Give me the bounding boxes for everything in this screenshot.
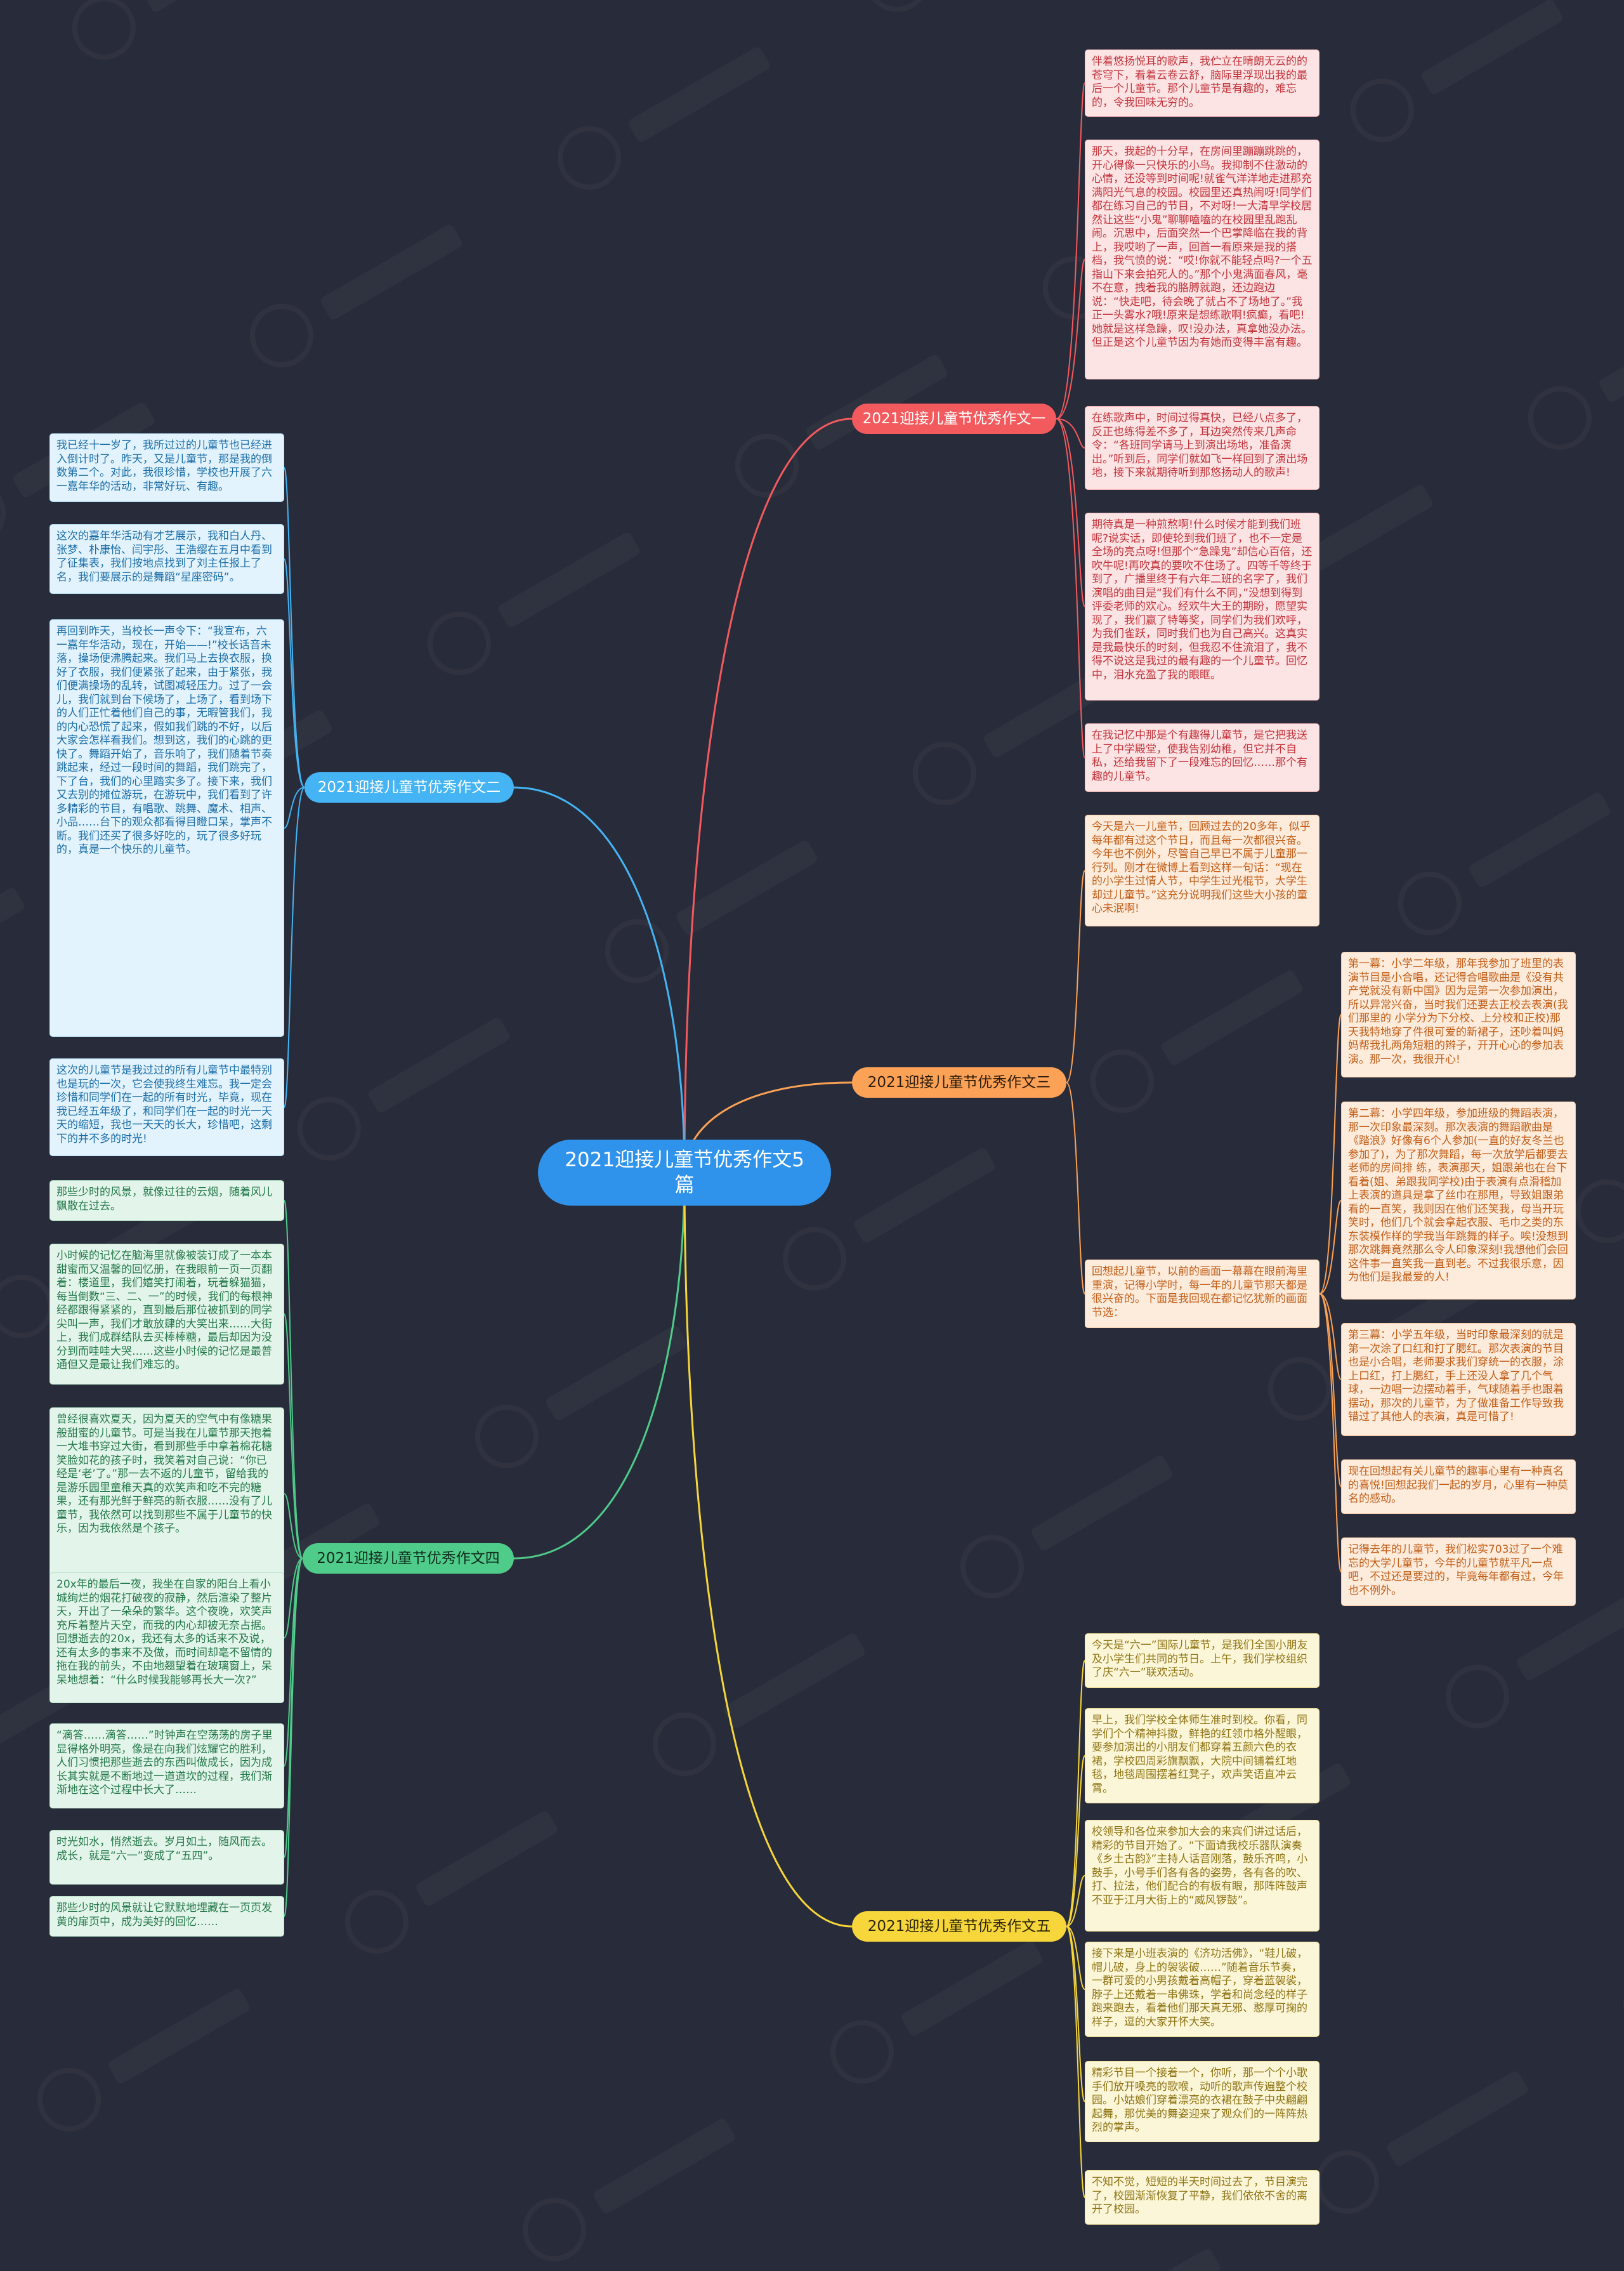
essay-4-paragraph: 曾经很喜欢夏天，因为夏天的空气中有像糖果般甜蜜的儿童节。可是当我在儿童节那天抱着… xyxy=(49,1407,284,1580)
branch-essay-2[interactable]: 2021迎接儿童节优秀作文二 xyxy=(304,772,514,803)
essay-1-paragraph: 伴着悠扬悦耳的歌声，我伫立在晴朗无云的的苍穹下，看着云卷云舒，脑际里浮现出我的最… xyxy=(1085,49,1320,117)
essay-5-paragraph: 不知不觉，短短的半天时间过去了，节目演完了，校园渐渐恢复了平静，我们依依不舍的离… xyxy=(1085,2170,1320,2225)
root-to-branch-1 xyxy=(683,418,853,1173)
branch-3-sub-link xyxy=(1319,1014,1342,1294)
branch-essay-3[interactable]: 2021迎接儿童节优秀作文三 xyxy=(852,1067,1066,1098)
essay-2-paragraph: 再回到昨天，当校长一声令下：“我宣布，六一嘉年华活动，现在，开始——!”校长话音… xyxy=(49,619,284,1037)
root-to-branch-2 xyxy=(513,786,686,1173)
branch-5-leaf-link xyxy=(1066,1755,1085,1927)
essay-1-paragraph: 在我记忆中那是个有趣得儿童节，是它把我送上了中学殿堂，使我告别幼稚，但它并不自私… xyxy=(1085,723,1320,792)
essay-3-paragraph: 今天是六一儿童节，回顾过去的20多年，似乎每年都有过这个节日，而且每一次都很兴奋… xyxy=(1085,815,1320,926)
branch-3-sub-link xyxy=(1319,1293,1342,1380)
root-to-branch-4 xyxy=(513,1172,686,1560)
branch-essay-5[interactable]: 2021迎接儿童节优秀作文五 xyxy=(852,1911,1066,1942)
essay-2-paragraph: 这次的儿童节是我过过的所有儿童节中最特别也是玩的一次，它会使我终生难忘。我一定会… xyxy=(49,1058,284,1156)
branch-4-leaf-link xyxy=(284,1558,303,1638)
branch-2-leaf-link xyxy=(284,787,305,829)
branch-4-leaf-link xyxy=(284,1558,303,1767)
essay-5-paragraph: 今天是“六一”国际儿童节，是我们全国小朋友及小学生们共同的节日。上午，我们学校组… xyxy=(1085,1633,1320,1688)
branch-4-leaf-link xyxy=(284,1200,303,1559)
root-topic[interactable]: 2021迎接儿童节优秀作文5篇 xyxy=(538,1140,831,1206)
branch-3-leaf-link xyxy=(1066,1082,1085,1294)
essay-4-paragraph: 那些少时的风景就让它默默地埋藏在一页页发黄的扉页中，成为美好的回忆…… xyxy=(49,1896,284,1937)
essay-5-paragraph: 接下来是小班表演的《济功活佛》，“鞋儿破，帽儿破，身上的袈裟破……”随着音乐节奏… xyxy=(1085,1942,1320,2037)
branch-5-leaf-link xyxy=(1066,1926,1085,2198)
branch-essay-4[interactable]: 2021迎接儿童节优秀作文四 xyxy=(303,1543,514,1574)
branch-2-leaf-link xyxy=(284,787,305,1108)
essay-2-paragraph: 我已经十一岁了，我所过过的儿童节也已经进入倒计时了。昨天，又是儿童节，那是我的倒… xyxy=(49,433,284,502)
branch-4-leaf-link xyxy=(284,1558,303,1917)
branch-1-leaf-link xyxy=(1056,418,1085,607)
essay-3-paragraph: 第一幕：小学二年级，那年我参加了班里的表演节目是小合唱，还记得合唱歌曲是《没有共… xyxy=(1341,952,1576,1077)
essay-1-paragraph: 在练歌声中，时间过得真快，已经八点多了，反正也练得差不多了，耳边突然传来几声命令… xyxy=(1085,406,1320,490)
branch-3-sub-link xyxy=(1319,1293,1342,1572)
branch-2-leaf-link xyxy=(284,558,305,788)
branch-5-leaf-link xyxy=(1066,1926,1085,2102)
branch-3-sub-link xyxy=(1319,1200,1342,1294)
branch-4-leaf-link xyxy=(284,1313,303,1559)
essay-2-paragraph: 这次的嘉年华活动有才艺展示，我和白人丹、张梦、朴康怡、闫宇彤、王浩缨在五月中看到… xyxy=(49,524,284,594)
branch-1-leaf-link xyxy=(1056,259,1085,419)
branch-5-leaf-link xyxy=(1066,1926,1085,1990)
branch-5-leaf-link xyxy=(1066,1660,1085,1927)
essay-4-paragraph: 小时候的记忆在脑海里就像被装订成了一本本甜蜜而又温馨的回忆册，在我眼前一页一页翻… xyxy=(49,1244,284,1385)
root-to-branch-5 xyxy=(683,1172,853,1928)
essay-5-paragraph: 精彩节目一个接着一个，你听，那一个个小歌手们放开嗓亮的歌喉，动听的歌声传遍整个校… xyxy=(1085,2061,1320,2142)
essay-4-paragraph: 那些少时的风景，就像过往的云烟，随着风儿飘散在过去。 xyxy=(49,1180,284,1221)
essay-3-paragraph: 现在回想起有关儿童节的趣事心里有一种真名的喜悦!回想起我们一起的岁月，心里有一种… xyxy=(1341,1459,1576,1514)
essay-3-paragraph: 回想起儿童节，以前的画面一幕幕在眼前海里重演，记得小学时，每一年的儿童节那天都是… xyxy=(1085,1260,1320,1328)
branch-1-leaf-link xyxy=(1056,418,1085,758)
essay-4-paragraph: “滴答……滴答……”时钟声在空荡荡的房子里显得格外明亮，像是在向我们炫耀它的胜利… xyxy=(49,1723,284,1808)
essay-5-paragraph: 校领导和各位来参加大会的来宾们讲过话后，精彩的节目开始了。“下面请我校乐器队演奏… xyxy=(1085,1820,1320,1932)
branch-essay-1[interactable]: 2021迎接儿童节优秀作文一 xyxy=(852,404,1056,434)
essay-5-paragraph: 早上，我们学校全体师生准时到校。你看，同学们个个精神抖擞，鲜艳的红领巾格外醒眼，… xyxy=(1085,1708,1320,1803)
branch-3-leaf-link xyxy=(1066,870,1085,1083)
essay-3-paragraph: 第三幕：小学五年级，当时印象最深刻的就是第一次涂了口红和打了腮红。那次表演的节目… xyxy=(1341,1323,1576,1436)
essay-4-paragraph: 20x年的最后一夜，我坐在自家的阳台上看小城绚烂的烟花打破夜的寂静，然后渲染了整… xyxy=(49,1572,284,1703)
essay-3-paragraph: 记得去年的儿童节，我们松实703过了一个难忘的大学儿童节，今年的儿童节就平凡一点… xyxy=(1341,1537,1576,1606)
branch-2-leaf-link xyxy=(284,467,305,788)
essay-1-paragraph: 期待真是一种煎熬啊!什么时候才能到我们班呢?说实话，即使轮到我们班了，也不一定是… xyxy=(1085,513,1320,701)
essay-4-paragraph: 时光如水，悄然逝去。岁月如土，随风而去。成长，就是“六一”变成了“五四”。 xyxy=(49,1830,284,1885)
branch-5-leaf-link xyxy=(1066,1875,1085,1927)
essay-1-paragraph: 那天，我起的十分早，在房间里蹦蹦跳跳的，开心得像一只快乐的小鸟。我抑制不住激动的… xyxy=(1085,140,1320,379)
branch-3-sub-link xyxy=(1319,1293,1342,1487)
branch-1-leaf-link xyxy=(1056,418,1085,449)
essay-3-paragraph: 第二幕：小学四年级，参加班级的舞蹈表演，那一次印象最深刻。那次表演的舞蹈歌曲是《… xyxy=(1341,1102,1576,1300)
branch-4-leaf-link xyxy=(284,1493,303,1559)
branch-1-leaf-link xyxy=(1056,82,1085,419)
